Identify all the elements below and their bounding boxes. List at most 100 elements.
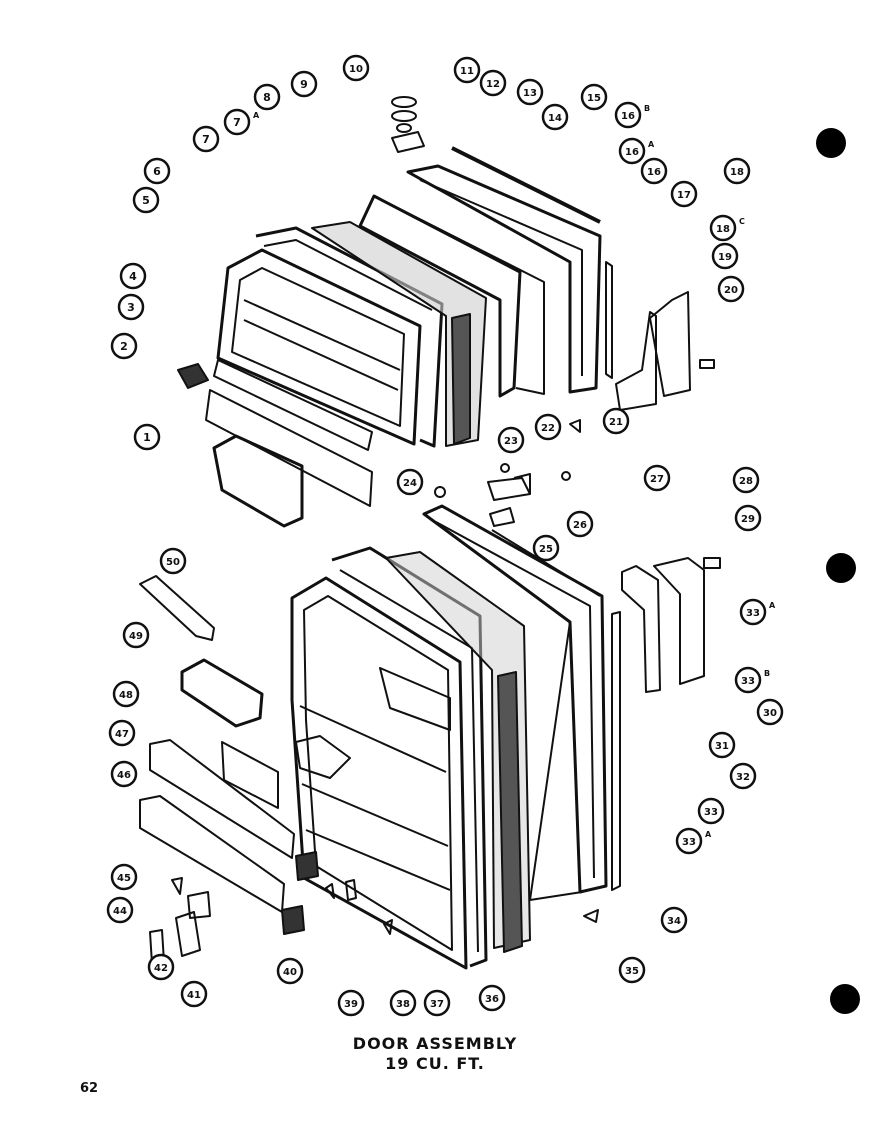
callout-25: 25 (532, 534, 560, 562)
callout-circle (675, 827, 703, 855)
callout-circle (110, 760, 138, 788)
callout-number: 42 (154, 963, 168, 974)
callout-number: 50 (166, 557, 180, 568)
callout-number: 32 (736, 772, 750, 783)
callout-number: 48 (119, 690, 133, 701)
callout-number: 33 (746, 608, 760, 619)
callout-number: 15 (587, 93, 601, 104)
callout-38: 38 (389, 989, 417, 1017)
callout-number: 28 (739, 476, 753, 487)
callout-14: 14 (541, 103, 569, 131)
callout-number: 44 (113, 906, 127, 917)
callout-42: 42 (147, 953, 175, 981)
callout-17: 17 (670, 180, 698, 208)
callout-number: 19 (718, 252, 732, 263)
diagram-title: DOOR ASSEMBLY (352, 1034, 518, 1053)
callout-number: 23 (504, 436, 518, 447)
callout-40: 40 (276, 957, 304, 985)
upper-door-shelves (177, 359, 373, 528)
callout-circle (618, 956, 646, 984)
callout-suffix: A (648, 140, 655, 149)
callout-45: 45 (110, 863, 138, 891)
callout-number: 24 (403, 478, 417, 489)
binder-hole (826, 553, 856, 583)
callout-suffix: B (644, 104, 650, 113)
callout-7A: 7A (223, 108, 260, 136)
lower-door-gasket (422, 504, 608, 901)
callout-circle (106, 896, 134, 924)
callout-48: 48 (112, 680, 140, 708)
callout-number: 16 (621, 111, 635, 122)
callout-13: 13 (516, 78, 544, 106)
callout-suffix: B (764, 669, 770, 678)
callout-number: 29 (741, 514, 755, 525)
callout-number: 6 (153, 165, 161, 178)
callout-number: 7 (202, 133, 210, 146)
callout-18: 18 (723, 157, 751, 185)
callout-number: 33 (682, 837, 696, 848)
lower-insulation-foam (385, 551, 531, 949)
callout-8: 8 (253, 83, 281, 111)
callout-39: 39 (337, 989, 365, 1017)
callout-circle (660, 906, 688, 934)
callout-46: 46 (110, 760, 138, 788)
callout-number: 41 (187, 990, 201, 1001)
callout-circle (541, 103, 569, 131)
callout-number: 33 (704, 807, 718, 818)
callout-number: 12 (486, 79, 500, 90)
callout-circle (566, 510, 594, 538)
callout-12: 12 (479, 69, 507, 97)
callout-number: 49 (129, 631, 143, 642)
callout-number: 18 (716, 224, 730, 235)
callout-19: 19 (711, 242, 739, 270)
callout-21: 21 (602, 407, 630, 435)
callout-number: 4 (129, 270, 137, 283)
callout-number: 9 (300, 78, 308, 91)
callout-circle (643, 464, 671, 492)
callout-circle (734, 504, 762, 532)
callout-15: 15 (580, 83, 608, 111)
callout-circle (453, 56, 481, 84)
callout-number: 22 (541, 423, 555, 434)
callout-circle (618, 137, 646, 165)
callout-circle (143, 157, 171, 185)
lower-door-liner (290, 576, 468, 970)
callout-number: 26 (573, 520, 587, 531)
callout-number: 37 (430, 999, 444, 1010)
callout-circle (711, 242, 739, 270)
callout-suffix: A (769, 601, 776, 610)
callout-36: 36 (478, 984, 506, 1012)
callout-number: 39 (344, 999, 358, 1010)
callout-16A: 16A (618, 137, 655, 165)
callout-30: 30 (756, 698, 784, 726)
callout-circle (497, 426, 525, 454)
callout-number: 10 (349, 64, 363, 75)
callout-number: 17 (677, 190, 691, 201)
callout-circle (670, 180, 698, 208)
callout-9: 9 (290, 70, 318, 98)
callout-16: 16 (640, 157, 668, 185)
callout-circle (602, 407, 630, 435)
callout-34: 34 (660, 906, 688, 934)
callout-23: 23 (497, 426, 525, 454)
hinge-hardware (391, 96, 581, 527)
callout-circle (112, 680, 140, 708)
callout-number: 27 (650, 474, 664, 485)
callout-circle (389, 989, 417, 1017)
callout-47: 47 (108, 719, 136, 747)
callout-circle (709, 214, 737, 242)
callout-circle (110, 332, 138, 360)
callout-circle (479, 69, 507, 97)
callout-number: 30 (763, 708, 777, 719)
callout-41: 41 (180, 980, 208, 1008)
callout-28: 28 (732, 466, 760, 494)
callout-number: 3 (127, 301, 135, 314)
callout-circle (534, 413, 562, 441)
callout-3: 3 (117, 293, 145, 321)
upper-door-gasket (406, 164, 602, 394)
callout-circle (119, 262, 147, 290)
callout-number: 38 (396, 999, 410, 1010)
callout-7: 7 (192, 125, 220, 153)
